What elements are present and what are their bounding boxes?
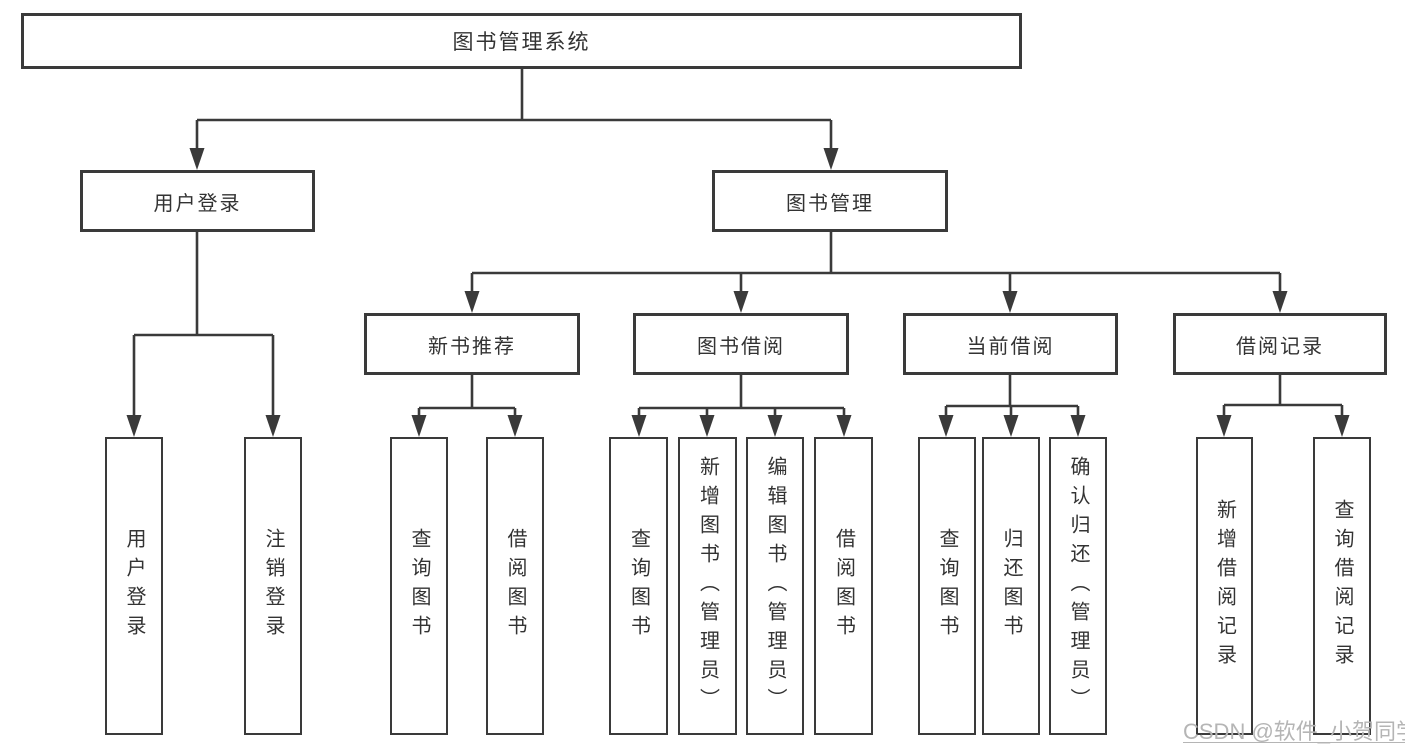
leaf-rec-query-book: 查询图书 [390, 437, 448, 735]
watermark: CSDN @软件_小贺同学 [1183, 719, 1405, 744]
leaf-borrow-edit-book-label: 编辑图书（管理员） [764, 455, 786, 717]
leaf-records-add-record: 新增借阅记录 [1196, 437, 1253, 735]
node-current-borrow: 当前借阅 [903, 313, 1118, 375]
leaf-logout: 注销登录 [244, 437, 302, 735]
leaf-current-confirm-return-label: 确认归还（管理员） [1067, 455, 1089, 717]
leaf-current-query-book-label: 查询图书 [936, 528, 958, 644]
node-user-login-label: 用户登录 [153, 192, 242, 215]
node-book-mgmt: 图书管理 [712, 170, 948, 232]
leaf-user-login: 用户登录 [105, 437, 163, 735]
leaf-borrow-query-book: 查询图书 [609, 437, 668, 735]
leaf-borrow-add-book-label: 新增图书（管理员） [696, 455, 719, 717]
leaf-logout-label: 注销登录 [262, 528, 284, 644]
node-book-borrow-label: 图书借阅 [697, 335, 785, 358]
node-root: 图书管理系统 [21, 13, 1022, 69]
node-user-login: 用户登录 [80, 170, 315, 232]
leaf-rec-borrow-book: 借阅图书 [486, 437, 544, 735]
node-new-book-rec: 新书推荐 [364, 313, 580, 375]
leaf-current-confirm-return: 确认归还（管理员） [1049, 437, 1107, 735]
leaf-current-return-book: 归还图书 [982, 437, 1040, 735]
leaf-records-query-record: 查询借阅记录 [1313, 437, 1371, 735]
leaf-rec-borrow-book-label: 借阅图书 [504, 528, 526, 644]
node-root-label: 图书管理系统 [452, 31, 591, 54]
leaf-rec-query-book-label: 查询图书 [408, 528, 430, 644]
node-current-borrow-label: 当前借阅 [966, 335, 1055, 358]
leaf-records-query-record-label: 查询借阅记录 [1331, 499, 1353, 673]
leaf-borrow-query-book-label: 查询图书 [627, 528, 650, 644]
leaf-borrow-edit-book: 编辑图书（管理员） [746, 437, 804, 735]
node-new-book-rec-label: 新书推荐 [428, 335, 516, 358]
node-book-borrow: 图书借阅 [633, 313, 849, 375]
node-book-mgmt-label: 图书管理 [786, 192, 874, 215]
node-borrow-records: 借阅记录 [1173, 313, 1387, 375]
leaf-borrow-borrow-book-label: 借阅图书 [832, 528, 855, 644]
leaf-user-login-label: 用户登录 [123, 528, 145, 644]
node-borrow-records-label: 借阅记录 [1236, 335, 1324, 358]
leaf-current-query-book: 查询图书 [918, 437, 976, 735]
leaf-borrow-borrow-book: 借阅图书 [814, 437, 873, 735]
leaf-current-return-book-label: 归还图书 [1000, 528, 1022, 644]
leaf-records-add-record-label: 新增借阅记录 [1213, 499, 1236, 673]
leaf-borrow-add-book: 新增图书（管理员） [678, 437, 737, 735]
